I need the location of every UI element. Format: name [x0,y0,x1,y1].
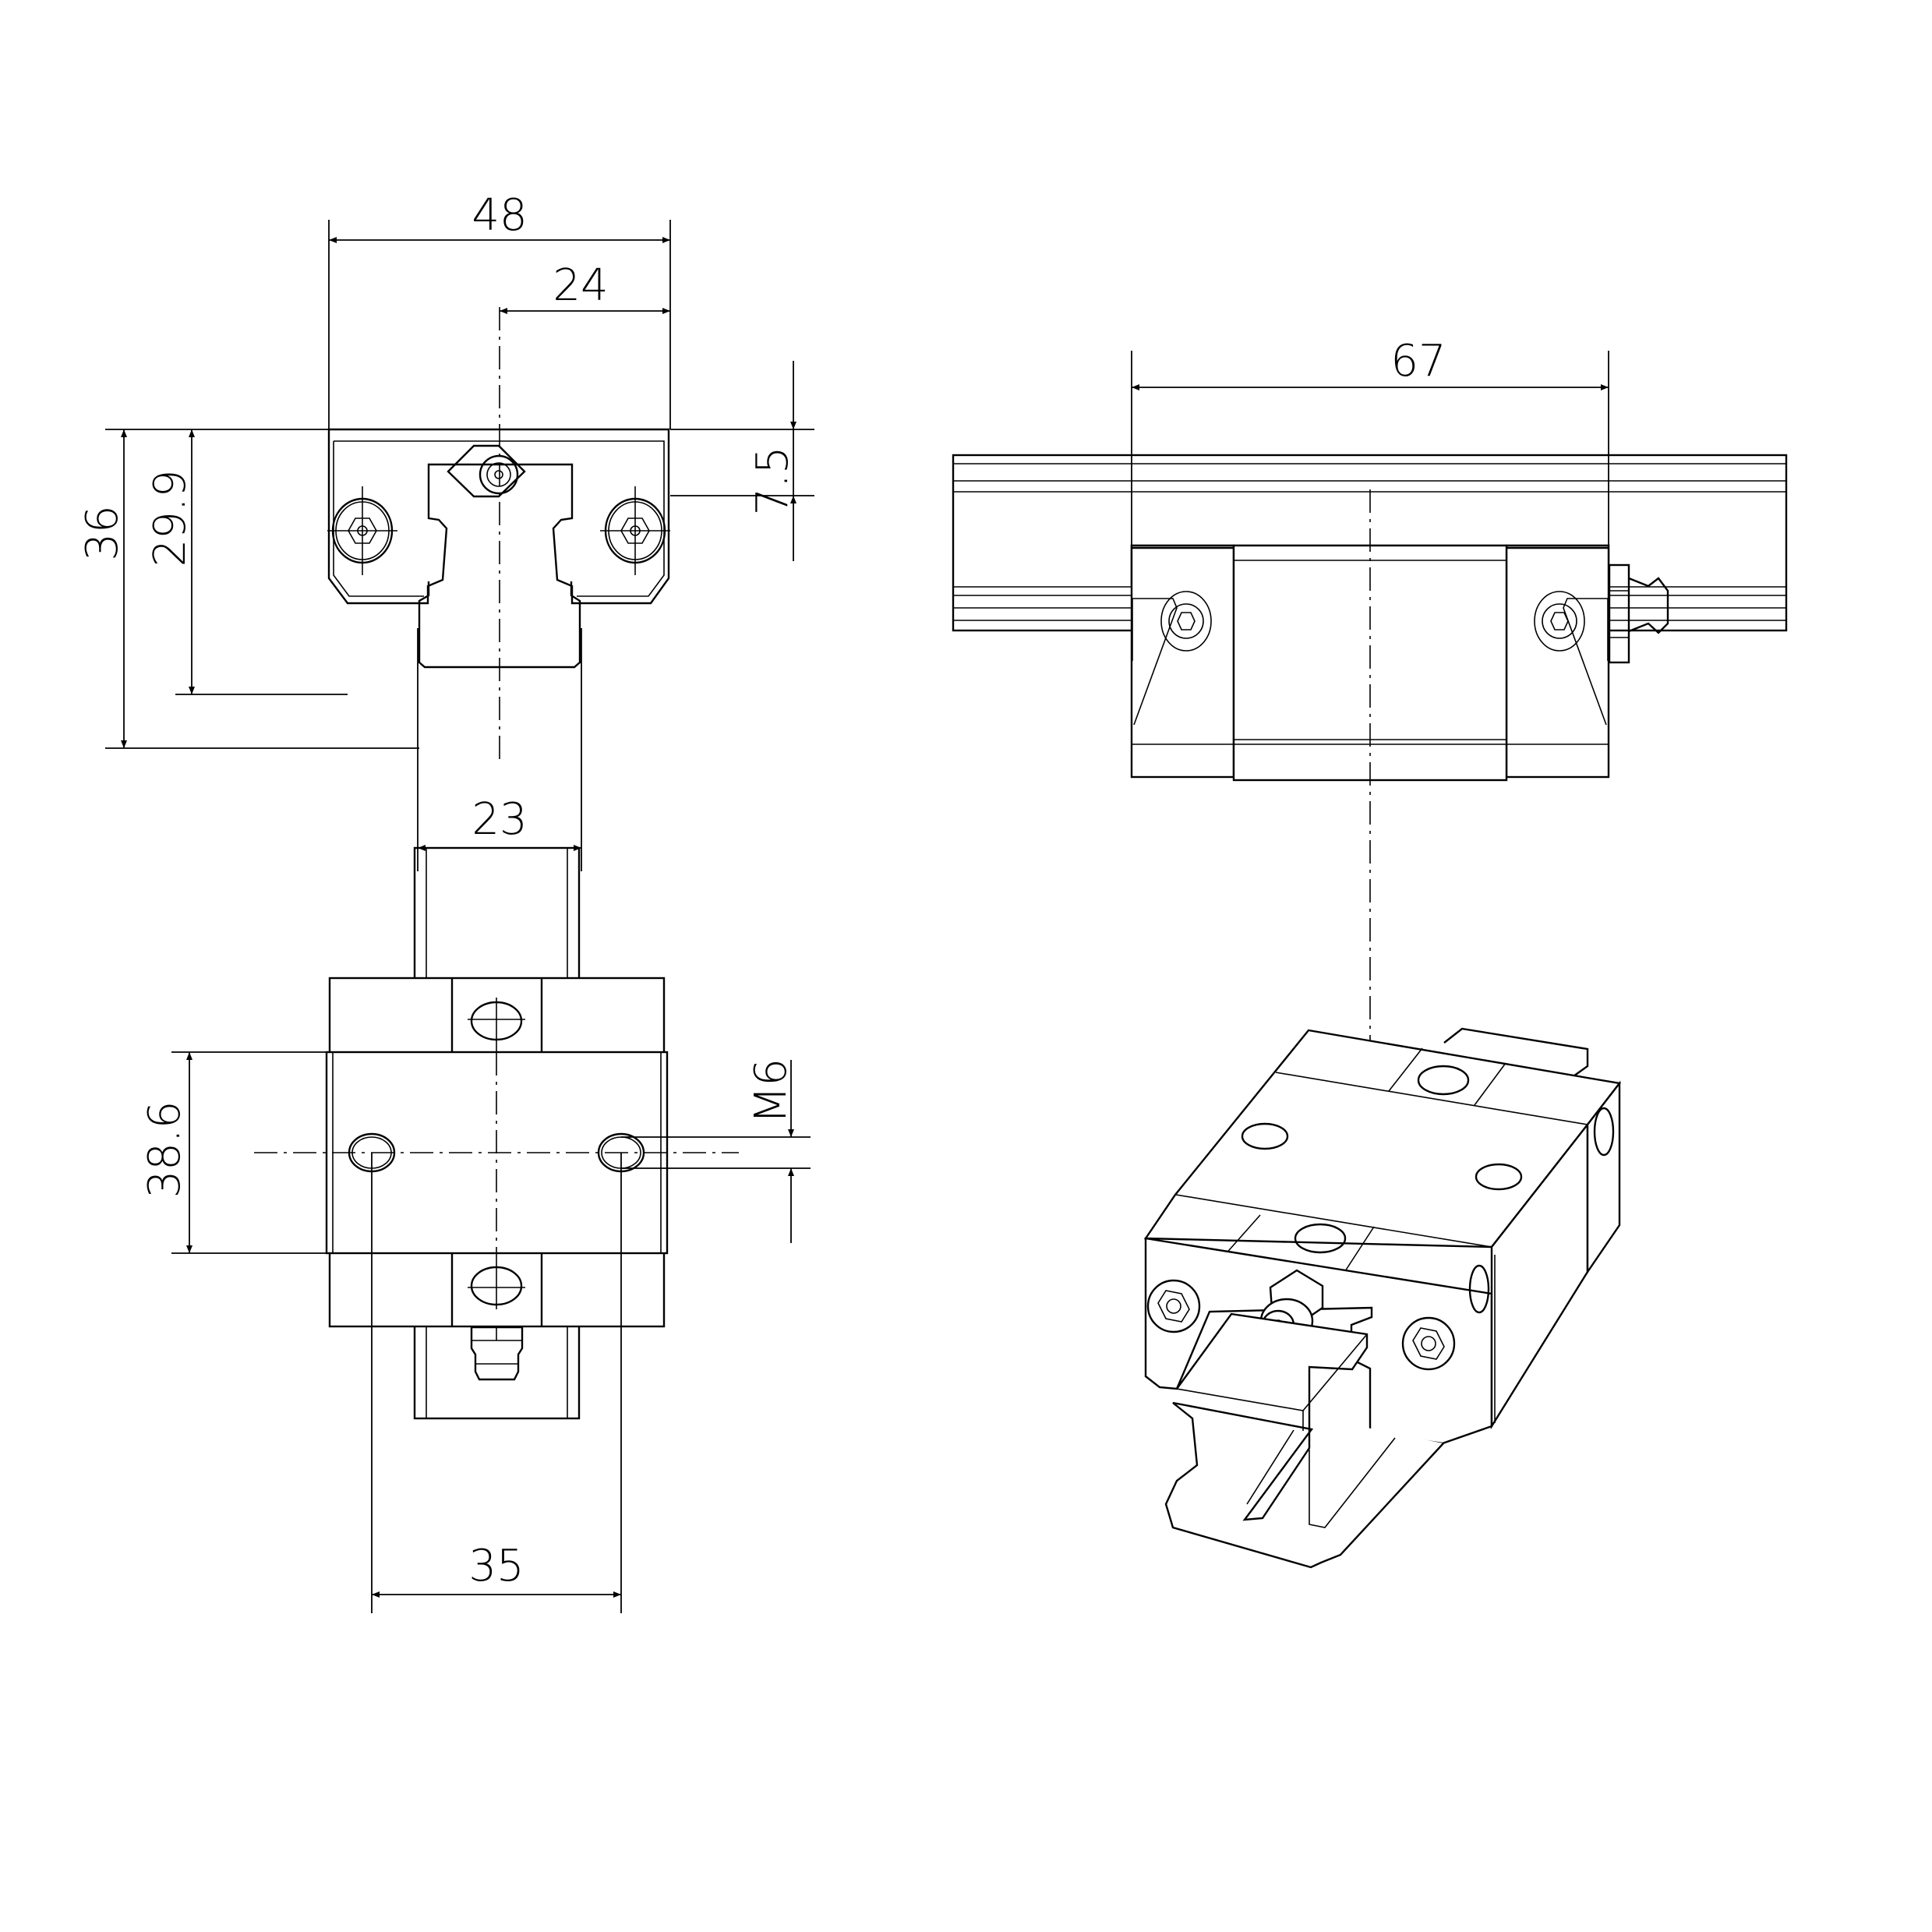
front-left-bolt-icon [327,486,397,575]
iso-right-bolt-icon [1468,1107,1615,1314]
top-lower-hole-icon [468,1253,525,1309]
dim-grease-offset: 7.5 [747,446,798,515]
top-view: 38.6 35 M6 [140,846,811,1613]
dim-rail-width: 23 [472,794,527,845]
iso-rail [1164,1312,1444,1569]
dim-height-total: 36 [77,505,128,560]
dim-width-half: 24 [553,260,608,311]
front-block-outline [327,428,670,605]
dim-height-block: 29.9 [145,470,196,567]
iso-front-right-bolt-icon [1401,1316,1456,1371]
top-upper-hole-icon [468,998,525,1052]
top-grease-nipple-icon [470,1326,524,1381]
side-grease-nipple-icon [1608,563,1669,664]
dim-hole-pitch-width: 35 [468,1541,524,1591]
dim-block-length: 67 [1390,336,1446,387]
side-left-bolt-icon [1160,591,1212,652]
dim-hole-pitch-length: 38.6 [140,1101,190,1199]
side-right-bolt-icon [1534,591,1585,652]
iso-view [1143,1027,1622,1569]
dim-thread: M6 [746,1058,796,1124]
front-grease-nipple-icon [447,444,526,498]
front-right-bolt-icon [600,486,670,575]
iso-block-front [1144,1237,1493,1445]
front-view: 48 24 36 29.9 23 7.5 [77,190,814,871]
dim-width-total: 48 [472,190,527,241]
iso-front-left-bolt-icon [1146,1279,1201,1333]
side-view: 67 [952,336,1788,1075]
